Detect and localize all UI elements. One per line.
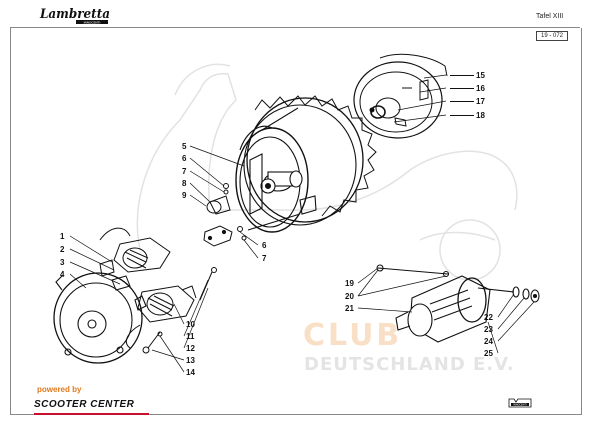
callout-15-tick [450,75,474,76]
stator-base-plate [53,272,147,364]
starter-motor-assembly [376,264,540,343]
callout-18-tick [450,115,474,116]
watermark-club-text: CLUB [303,318,403,353]
callout-4: 4 [60,270,65,279]
callout-15: 15 [476,71,485,80]
lambretta-logo: Lambretta INNOCENTI [39,7,110,24]
callout-16-tick [450,88,474,89]
ignition-coil-upper [99,227,171,291]
screws-11-14 [142,267,217,354]
ignition-coil-lower [125,285,197,349]
callout-19: 19 [345,279,354,288]
reference-code: 19 - 072 [536,31,568,41]
callout-2: 2 [60,245,65,254]
powered-by-label: powered by [37,385,82,394]
flywheel-assembly [235,95,377,233]
callout-1: 1 [60,232,65,241]
flywheel-fins [254,95,377,217]
callout-21: 21 [345,304,354,313]
callout-22: 22 [484,313,493,322]
scooter-center-text: SCOOTER CENTER [34,399,135,410]
callout-5: 5 [182,142,187,151]
callout-6: 6 [182,154,187,163]
innocenti-sub-text: INNOCENTI [84,20,101,24]
callout-6b: 6 [262,241,267,250]
drawing-frame [10,28,582,415]
callout-25: 25 [484,349,493,358]
scooter-center-logo[interactable]: SCOOTER CENTER [34,397,149,415]
callout-12: 12 [186,344,195,353]
innocenti-maker-mark: INNOCENTI [508,398,532,408]
callout-17-tick [450,101,474,102]
callout-7b: 7 [262,254,267,263]
lambretta-logo-text: Lambretta [39,7,110,22]
callout-18: 18 [476,111,485,120]
callout-leader-lines [69,74,535,373]
small-parts-5-9 [203,183,247,247]
callout-16: 16 [476,84,485,93]
callout-23: 23 [484,325,493,334]
plate-number: Tafel XIII [536,13,564,20]
callout-8: 8 [182,179,187,188]
callout-14: 14 [186,368,195,377]
scooter-silhouette-watermark [136,63,518,281]
callout-20: 20 [345,292,354,301]
callout-7: 7 [182,167,187,176]
rear-cover-assembly [353,53,448,139]
callout-10: 10 [186,320,195,329]
innocenti-mark-text: INNOCENTI [513,403,527,406]
frame-top-line [10,27,580,28]
callout-3: 3 [60,258,65,267]
callout-11: 11 [186,332,195,341]
callout-24: 24 [484,337,493,346]
callout-13: 13 [186,356,195,365]
callout-9: 9 [182,191,187,200]
watermark-country-text: DEUTSCHLAND E.V. [304,354,515,375]
callout-17: 17 [476,97,485,106]
